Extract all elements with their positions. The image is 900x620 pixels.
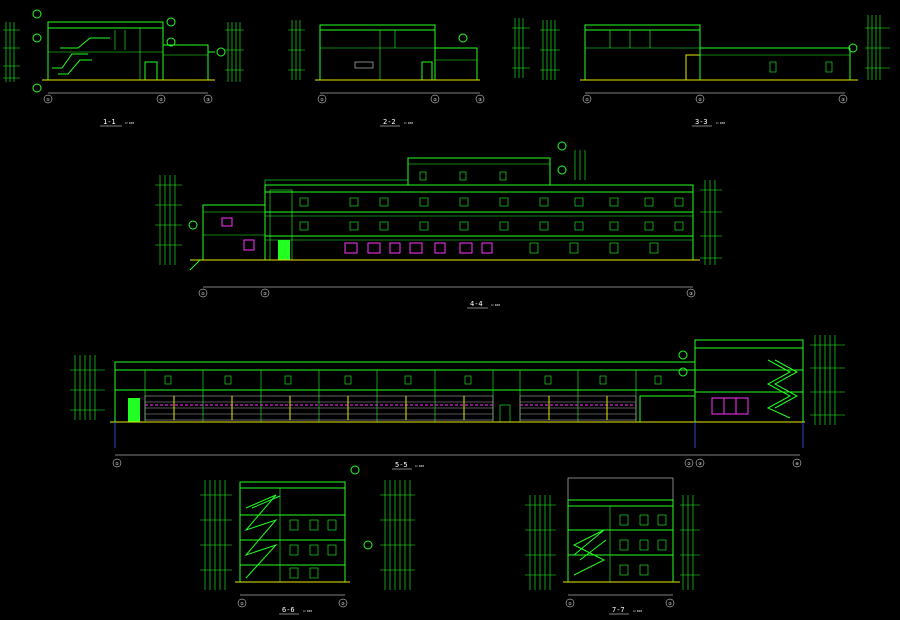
axis-label: ①	[240, 601, 244, 606]
axis-label: ①	[201, 291, 205, 296]
section-scale: 1:100	[125, 121, 134, 125]
axis-label: ①	[320, 97, 324, 102]
section-title: 2-2	[383, 118, 396, 126]
axis-label: ②	[698, 97, 702, 102]
axis-label: ①	[46, 97, 50, 102]
axis-label: ②	[668, 601, 672, 606]
section-5-5: ① ② ③ ④ 5-5 1:100	[70, 335, 845, 470]
axis-label: ③	[698, 461, 702, 466]
axis-label: ②	[341, 601, 345, 606]
section-2-2: ① ② ③ 2-2 1:100	[288, 18, 530, 127]
axis-label: ③	[478, 97, 482, 102]
section-scale: 1:100	[303, 609, 312, 613]
section-7-7: ① ② 7-7 1:100	[525, 477, 700, 615]
section-4-4: ① ② ③ 4-4 1:100	[155, 141, 722, 309]
axis-label: ④	[795, 461, 799, 466]
axis-label: ③	[841, 97, 845, 102]
axis-label: ③	[206, 97, 210, 102]
axis-label: ②	[687, 461, 691, 466]
section-6-6: ① ② 6-6 1:100	[200, 465, 415, 615]
axis-label: ①	[115, 461, 119, 466]
section-scale: 1:100	[415, 464, 424, 468]
section-title: 1-1	[103, 118, 116, 126]
section-3-3: ① ② ③ 3-3 1:100	[540, 15, 890, 127]
section-title: 7-7	[612, 606, 625, 614]
section-scale: 1:100	[491, 303, 500, 307]
section-scale: 1:100	[404, 121, 413, 125]
section-title: 4-4	[470, 300, 483, 308]
axis-label: ②	[159, 97, 163, 102]
section-title: 6-6	[282, 606, 295, 614]
section-1-1: ① ② ③ 1-1 1:100	[3, 9, 244, 127]
section-title: 3-3	[695, 118, 708, 126]
axis-label: ②	[433, 97, 437, 102]
axis-label: ①	[568, 601, 572, 606]
axis-label: ①	[585, 97, 589, 102]
section-scale: 1:100	[633, 609, 642, 613]
section-scale: 1:100	[716, 121, 725, 125]
axis-label: ③	[689, 291, 693, 296]
axis-label: ②	[263, 291, 267, 296]
section-title: 5-5	[395, 461, 408, 469]
